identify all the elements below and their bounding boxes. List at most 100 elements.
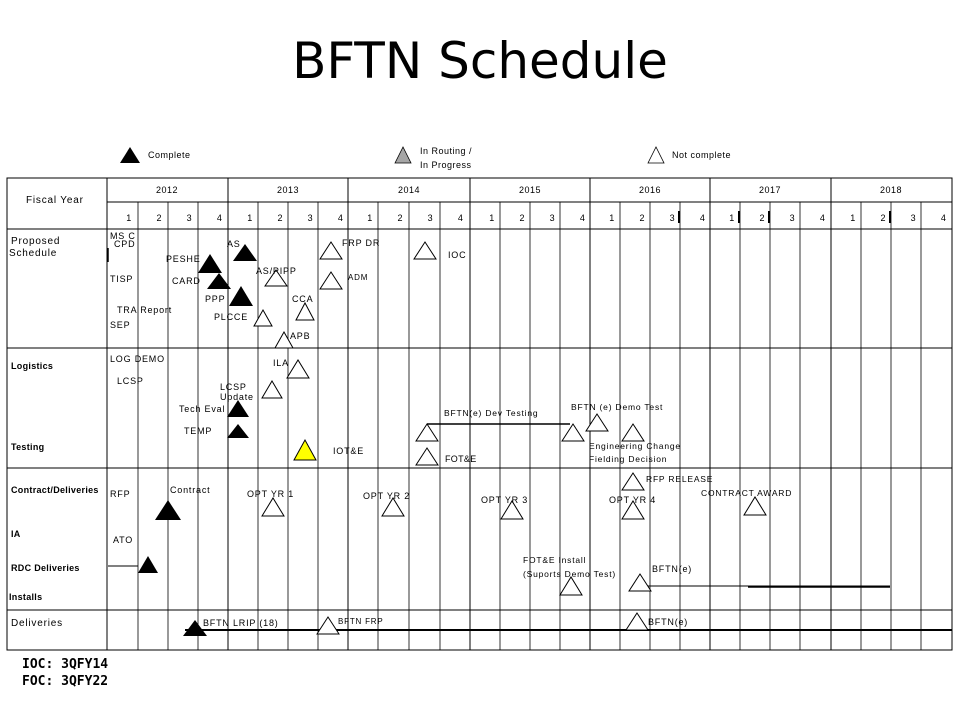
milestone-label: (Suports Demo Test) bbox=[523, 569, 616, 579]
milestone-label: LCSP bbox=[220, 382, 247, 392]
row-label-contract: Contract/Deliveries bbox=[11, 485, 99, 495]
not-complete-milestone-icon bbox=[625, 612, 649, 631]
milestone-label: TEMP bbox=[184, 426, 212, 436]
not-complete-legend-icon bbox=[647, 146, 665, 164]
milestone-label: AS/PIPP bbox=[256, 266, 297, 276]
quarter-label: 3 bbox=[550, 213, 556, 223]
milestone-label: RFP RELEASE bbox=[646, 474, 713, 484]
milestone-label: IOC bbox=[448, 250, 466, 260]
quarter-label: 3 bbox=[790, 213, 796, 223]
in-progress-legend-icon bbox=[394, 146, 412, 164]
milestone-label: PESHE bbox=[166, 254, 201, 264]
year-label: 2015 bbox=[519, 185, 541, 195]
complete-milestone-icon bbox=[227, 400, 249, 417]
quarter-label: 1 bbox=[367, 213, 373, 223]
milestone-label: CCA bbox=[292, 294, 313, 304]
not-complete-milestone-icon bbox=[264, 269, 288, 287]
ioc-note: IOC: 3QFY14 bbox=[22, 657, 109, 672]
milestone-label: RFP bbox=[110, 489, 130, 499]
milestone-label: Update bbox=[220, 392, 254, 402]
not-complete-milestone-icon bbox=[559, 576, 583, 596]
not-complete-milestone-icon bbox=[295, 301, 315, 321]
complete-milestone-icon bbox=[207, 273, 231, 289]
quarter-label: 1 bbox=[489, 213, 495, 223]
quarter-label: 2 bbox=[759, 213, 765, 223]
quarter-label: 4 bbox=[338, 213, 344, 223]
not-complete-milestone-icon bbox=[415, 423, 439, 442]
complete-milestone-icon bbox=[198, 254, 222, 273]
row-label-deliveries: Deliveries bbox=[11, 618, 63, 629]
quarter-label: 2 bbox=[519, 213, 525, 223]
milestone-label: BFTN(e) bbox=[648, 617, 688, 627]
milestone-label: MS C bbox=[110, 231, 136, 241]
complete-milestone-icon bbox=[155, 500, 181, 520]
milestone-label: BFTN(e) Dev Testing bbox=[444, 408, 538, 418]
quarter-label: 1 bbox=[729, 213, 735, 223]
complete-milestone-icon bbox=[138, 556, 158, 573]
legend-complete-label: Complete bbox=[148, 150, 191, 160]
not-complete-milestone-icon bbox=[413, 241, 437, 260]
complete-legend-icon bbox=[120, 147, 140, 163]
quarter-label: 2 bbox=[397, 213, 403, 223]
milestone-label: APB bbox=[290, 331, 310, 341]
not-complete-milestone-icon bbox=[261, 497, 285, 517]
milestone-label: FOT&E bbox=[445, 454, 477, 464]
milestone-label: CONTRACT AWARD bbox=[701, 488, 792, 498]
quarter-label: 2 bbox=[880, 213, 886, 223]
year-label: 2016 bbox=[639, 185, 661, 195]
quarter-label: 4 bbox=[458, 213, 464, 223]
row-label-proposed: Proposed bbox=[11, 236, 60, 247]
not-complete-milestone-icon bbox=[274, 330, 294, 349]
milestone-label: IOT&E bbox=[333, 446, 364, 456]
milestone-label: BFTN(e) bbox=[652, 564, 692, 574]
timeline-header: Fiscal Year 2012 2013 2014 2015 2016 201… bbox=[26, 185, 946, 223]
quarter-label: 2 bbox=[156, 213, 162, 223]
row-label-rdc-deliveries: RDC Deliveries bbox=[11, 563, 80, 573]
year-label: 2017 bbox=[759, 185, 781, 195]
milestone-label: ATO bbox=[113, 535, 133, 545]
complete-milestone-icon bbox=[227, 424, 249, 438]
quarter-label: 3 bbox=[187, 213, 193, 223]
quarter-label: 3 bbox=[308, 213, 314, 223]
not-complete-milestone-icon bbox=[585, 413, 609, 432]
fiscal-year-label: Fiscal Year bbox=[26, 195, 84, 206]
milestone-label: FOT&E Install bbox=[523, 555, 586, 565]
milestone-label: OPT YR 2 bbox=[363, 491, 410, 501]
complete-milestone-icon bbox=[229, 286, 253, 306]
row-label-schedule: Schedule bbox=[9, 248, 57, 259]
milestone-label: LOG DEMO bbox=[110, 354, 165, 364]
year-label: 2013 bbox=[277, 185, 299, 195]
not-complete-milestone-icon bbox=[561, 423, 585, 442]
not-complete-milestone-icon bbox=[628, 573, 652, 592]
not-complete-milestone-icon bbox=[500, 500, 524, 520]
not-complete-milestone-icon bbox=[316, 616, 340, 635]
not-complete-milestone-icon bbox=[319, 241, 343, 260]
row-label-logistics: Logistics bbox=[11, 361, 53, 371]
milestone-label: CARD bbox=[172, 276, 201, 286]
milestone-label: PPP bbox=[205, 294, 225, 304]
milestone-label: AS bbox=[227, 239, 241, 249]
not-complete-milestone-icon bbox=[621, 472, 645, 491]
quarter-label: 4 bbox=[580, 213, 586, 223]
not-complete-milestone-icon bbox=[743, 496, 767, 516]
not-complete-milestone-icon bbox=[286, 359, 310, 379]
quarter-label: 1 bbox=[850, 213, 856, 223]
quarter-label: 2 bbox=[639, 213, 645, 223]
milestone-label: OPT YR 3 bbox=[481, 495, 528, 505]
milestone-label: CPD bbox=[114, 239, 135, 249]
not-complete-milestone-icon bbox=[261, 380, 283, 399]
milestone-label: BFTN LRIP (18) bbox=[203, 618, 279, 628]
milestone-label: BFTN FRP bbox=[338, 617, 384, 626]
year-label: 2018 bbox=[880, 185, 902, 195]
legend-in-routing-line2: In Progress bbox=[420, 160, 472, 170]
quarter-label: 3 bbox=[670, 213, 676, 223]
milestone-label: OPT YR 4 bbox=[609, 495, 656, 505]
milestone-label: Contract bbox=[170, 485, 210, 495]
not-complete-milestone-icon bbox=[381, 497, 405, 517]
milestone-label: SEP bbox=[110, 320, 130, 330]
not-complete-milestone-icon bbox=[621, 423, 645, 442]
not-complete-milestone-icon bbox=[415, 447, 439, 466]
milestone-labels: MS C CPD PESHE TISP CARD TRA Report SEP … bbox=[110, 231, 792, 628]
quarter-label: 3 bbox=[428, 213, 434, 223]
